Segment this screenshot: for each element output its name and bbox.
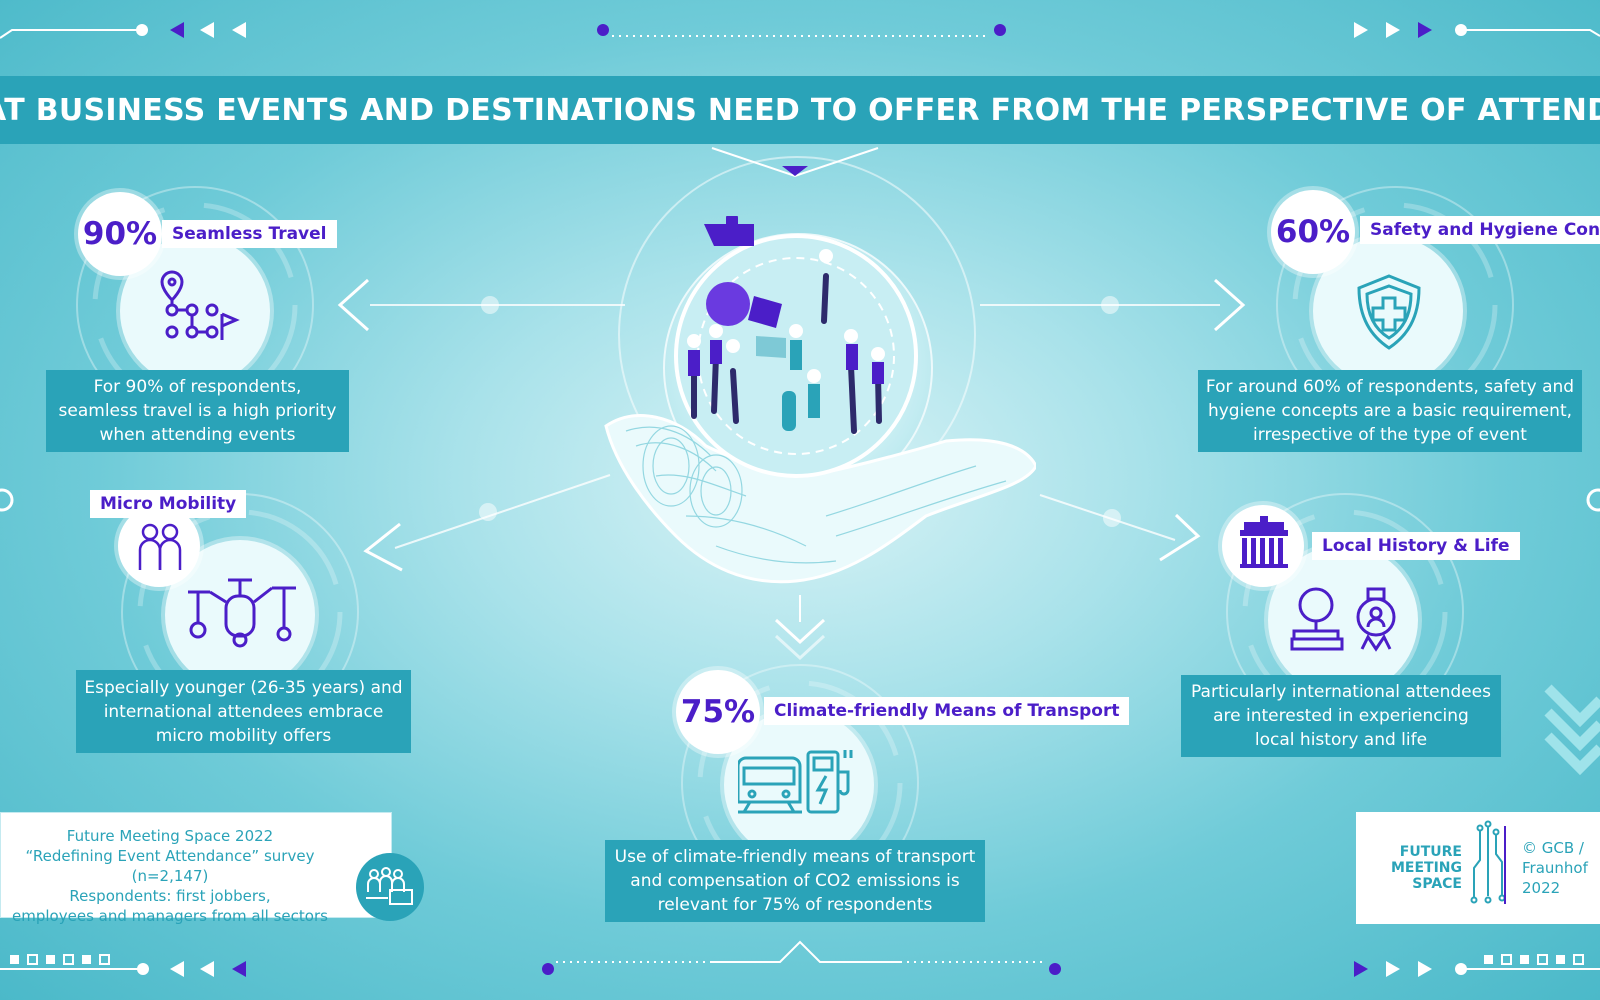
brandenburg-gate-icon [1240, 516, 1288, 568]
seamless-travel-desc-line: when attending events [99, 425, 296, 445]
micro-mobility-description: Especially younger (26-35 years) and int… [76, 670, 411, 753]
local-history-desc-line: are interested in experiencing [1213, 706, 1469, 726]
safety-hygiene-label: Safety and Hygiene Concep [1360, 216, 1600, 244]
seamless-travel-label: Seamless Travel [162, 220, 337, 248]
title-band: WHAT BUSINESS EVENTS AND DESTINATIONS NE… [0, 76, 1600, 144]
copyright-line: © GCB / [1522, 839, 1584, 857]
local-history-desc-line: local history and life [1254, 730, 1428, 750]
train-charger-icon [738, 750, 853, 814]
logo-line: SPACE [1412, 876, 1462, 892]
seamless-travel-percent: 90% [78, 192, 162, 276]
source-box [0, 812, 392, 918]
copyright-line: 2022 [1522, 879, 1561, 897]
source-line: Future Meeting Space 2022 [66, 827, 274, 845]
route-map-icon [160, 270, 240, 340]
globe-books-icon [1290, 587, 1396, 652]
shield-cross-icon [1357, 274, 1421, 350]
climate-transport-desc-line: Use of climate-friendly means of transpo… [614, 847, 976, 867]
seamless-travel-description: For 90% of respondents, seamless travel … [46, 370, 349, 452]
climate-transport-label: Climate-friendly Means of Transport [764, 697, 1130, 725]
climate-transport-desc-line: relevant for 75% of respondents [657, 895, 933, 915]
hand-holding-people-icon [604, 216, 1036, 584]
seamless-travel-desc-line: seamless travel is a high priority [58, 401, 337, 421]
young-people-icon [138, 523, 182, 570]
climate-transport-desc-line: and compensation of CO2 emissions is [630, 871, 960, 891]
source-line: Respondents: first jobbers, [69, 887, 271, 905]
micro-mobility-desc-line: micro mobility offers [155, 725, 332, 746]
source-text: Future Meeting Space 2022 “Redefining Ev… [0, 826, 340, 926]
safety-hygiene-desc-line: hygiene concepts are a basic requirement… [1207, 401, 1573, 421]
circuit-logo-icon [1470, 820, 1506, 904]
seamless-travel-desc-line: For 90% of respondents, [93, 377, 302, 397]
safety-hygiene-percent: 60% [1271, 190, 1355, 274]
local-history-desc-line: Particularly international attendees [1191, 682, 1491, 702]
safety-hygiene-desc-line: irrespective of the type of event [1253, 425, 1527, 445]
copyright: © GCB / Fraunhof 2022 [1522, 838, 1588, 898]
page-title: WHAT BUSINESS EVENTS AND DESTINATIONS NE… [0, 92, 1600, 128]
micro-mobility-label: Micro Mobility [90, 490, 247, 518]
source-line: employees and managers from all sectors [12, 907, 328, 925]
people-group-icon [356, 853, 424, 921]
source-line: “Redefining Event Attendance” survey (n=… [25, 847, 315, 885]
safety-hygiene-description: For around 60% of respondents, safety an… [1198, 370, 1582, 452]
micro-mobility-desc-line: Especially younger (26-35 years) and [84, 677, 403, 698]
future-meeting-space-logo: FUTURE MEETING SPACE [1382, 844, 1462, 892]
climate-transport-description: Use of climate-friendly means of transpo… [605, 840, 985, 922]
local-history-label: Local History & Life [1312, 532, 1520, 560]
scooter-bike-icon [188, 578, 296, 648]
local-history-description: Particularly international attendees are… [1181, 675, 1501, 757]
logo-line: FUTURE [1399, 844, 1462, 860]
copyright-line: Fraunhof [1522, 859, 1588, 877]
logo-line: MEETING [1390, 860, 1462, 876]
micro-mobility-desc-line: international attendees embrace [103, 701, 384, 722]
safety-hygiene-desc-line: For around 60% of respondents, safety an… [1205, 377, 1575, 397]
climate-transport-percent: 75% [676, 670, 760, 754]
